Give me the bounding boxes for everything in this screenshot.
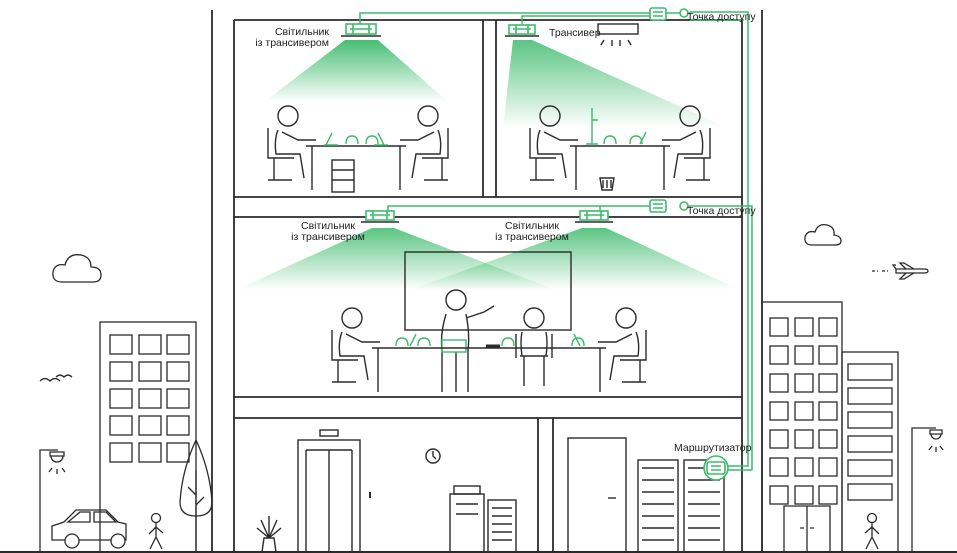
laptop-icon (324, 133, 338, 145)
plant-icon (257, 516, 281, 552)
access-point-icon (650, 200, 688, 212)
label-luminaire-2: Світильник із трансивером (283, 221, 373, 243)
person-icon (332, 308, 380, 382)
transceiver-icon (598, 24, 638, 46)
cloud-icon (53, 255, 101, 282)
floor-slab-2 (234, 397, 742, 418)
right-tower-windows (770, 318, 837, 504)
right-city (762, 225, 943, 552)
label-luminaire-3-line-2: із трансивером (487, 232, 577, 243)
elevator-icon (298, 430, 370, 552)
person-icon (442, 290, 495, 392)
label-luminaire-1: Світильник із трансивером (255, 27, 329, 49)
person-icon (598, 308, 646, 382)
access-point-icon (650, 8, 688, 20)
bird-icon (40, 375, 72, 381)
beam-transceiver-area (503, 40, 728, 128)
label-transceiver: Трансивер (549, 28, 601, 39)
label-luminaire-3: Світильник із трансивером (487, 221, 577, 243)
person-icon (516, 308, 552, 386)
pedestrian-icon (865, 514, 879, 550)
ground-floor (257, 430, 728, 552)
street-lamp-icon (912, 428, 943, 552)
printer-icon (450, 486, 516, 552)
airplane-icon (872, 263, 928, 279)
person-icon (268, 106, 316, 180)
cloud-icon (805, 225, 841, 245)
clock-icon (426, 449, 440, 463)
router-icon (704, 456, 728, 480)
label-luminaire-1-line-2: із трансивером (255, 38, 329, 49)
car-icon (52, 510, 126, 548)
top-floor-partition (483, 20, 496, 197)
beam-luminaire-1 (264, 40, 448, 102)
laptop-icon (374, 133, 388, 145)
label-luminaire-2-line-2: із трансивером (283, 232, 373, 243)
trash-bin-icon (600, 178, 614, 190)
ground-floor-partition (538, 418, 553, 552)
top-left-office (268, 106, 448, 192)
luminaire-icon (505, 25, 539, 36)
label-access-point-2: Точка доступу (687, 206, 756, 217)
pedestrian-icon (149, 514, 163, 550)
left-city (40, 255, 212, 552)
label-access-point-1: Точка доступу (687, 12, 756, 23)
person-icon (400, 106, 448, 180)
door-icon (568, 438, 626, 552)
right-building-door (784, 506, 830, 552)
luminaire-icon (341, 24, 381, 36)
left-tower-windows (110, 335, 189, 462)
label-router: Маршрутизатор (674, 443, 751, 454)
luminaire-icon (575, 211, 613, 222)
